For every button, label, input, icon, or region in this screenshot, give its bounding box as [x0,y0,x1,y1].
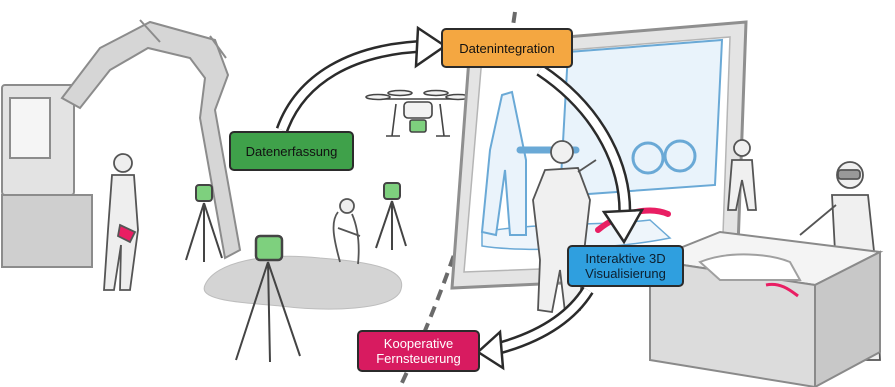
stage-datenerfassung: Datenerfassung [229,131,354,171]
stage-fernsteuerung: Kooperative Fernsteuerung [357,330,480,372]
stage-visualisierung: Interaktive 3D Visualisierung [567,245,684,287]
drone-icon [365,89,471,137]
survey-tripod-icon [185,182,407,363]
excavator-icon [1,19,242,268]
ground-patch [203,255,403,310]
stage-datenintegration: Datenintegration [441,28,573,68]
sand-table-icon [646,230,884,387]
workflow-arrows [275,25,645,371]
display-screen-icon [450,20,748,290]
worker-icon [103,153,361,291]
